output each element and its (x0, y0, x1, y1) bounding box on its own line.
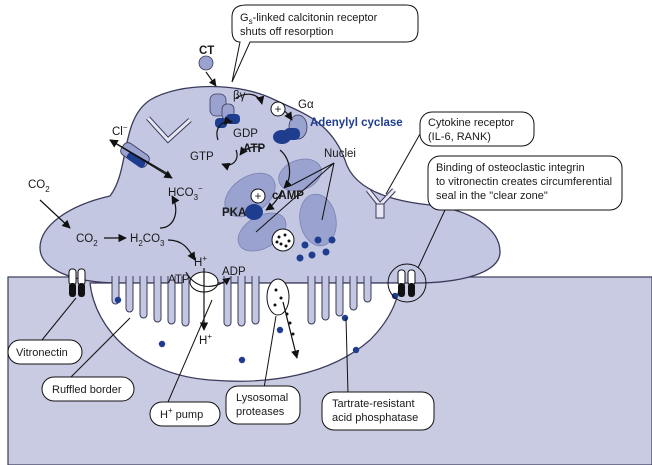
svg-text:proteases: proteases (236, 406, 285, 418)
svg-text:Ruffled border: Ruffled border (52, 384, 122, 396)
pka-enzyme (245, 204, 263, 220)
label-atp-top: ATP (243, 143, 265, 155)
lysosomal-release (266, 278, 300, 359)
plus-sign-pka: + (255, 191, 262, 203)
ruffled-border-villi (111, 269, 372, 327)
label-hco3: HCO3− (168, 184, 203, 202)
calcitonin-receptor (198, 55, 240, 128)
callout-gs-receptor: Gs-linked calcitonin receptor shuts off … (231, 4, 419, 83)
callout-vitronectin: Vitronectin (7, 297, 83, 365)
label-camp: cAMP (272, 190, 304, 202)
callout-tartrate: Tartrate-resistant acid phosphatase (321, 317, 435, 431)
activation-plus-ac (270, 101, 286, 117)
svg-text:shuts off resorption: shuts off resorption (240, 26, 333, 38)
callout-lysosomal: Lysosomal proteases (225, 315, 301, 425)
svg-text:(IL-6, RANK): (IL-6, RANK) (428, 131, 491, 143)
phosphatase-dots (114, 292, 399, 364)
label-gdp: GDP (233, 128, 258, 140)
svg-text:H+ pump: H+ pump (160, 406, 203, 421)
label-adenylyl-cyclase: Adenylyl cyclase (310, 117, 403, 129)
acid-phosphatase-granules (296, 236, 336, 262)
svg-text:to vitronectin creates circumf: to vitronectin creates circumferential (436, 176, 612, 188)
svg-text:Binding of osteoclastic integr: Binding of osteoclastic integrin (436, 162, 585, 174)
label-atp-pump: ATP (168, 274, 190, 286)
integrin-seal-right (387, 263, 427, 303)
plus-sign-ac: + (275, 104, 282, 116)
label-beta-gamma: βγ (233, 90, 246, 102)
label-nuclei: Nuclei (324, 148, 356, 160)
callout-h-pump: H+ pump (149, 299, 221, 427)
activation-plus-pka (250, 188, 266, 204)
svg-text:Gs-linked calcitonin receptor: Gs-linked calcitonin receptor (240, 12, 378, 26)
nuclei-pointers (255, 162, 335, 233)
callout-cytokine: Cytokine receptor (IL-6, RANK) (385, 111, 535, 195)
svg-text:Vitronectin: Vitronectin (16, 347, 68, 359)
svg-text:Lysosomal: Lysosomal (236, 392, 288, 404)
label-h-plus-top: H+ (194, 254, 207, 269)
cytokine-receptor (366, 188, 396, 219)
label-co2-outside: CO2 (28, 179, 50, 194)
label-ct: CT (199, 45, 214, 57)
label-g-alpha: Gα (298, 99, 314, 111)
label-gtp: GTP (190, 151, 214, 163)
lysosome-vesicle (271, 228, 295, 252)
callout-integrin: Binding of osteoclastic integrin to vitr… (417, 155, 623, 269)
integrin-seal-left (68, 268, 86, 297)
label-adp-pump: ADP (222, 266, 246, 278)
svg-text:Cytokine receptor: Cytokine receptor (428, 117, 515, 129)
svg-text:acid phosphatase: acid phosphatase (332, 412, 418, 424)
label-co2-inside: CO2 (76, 233, 98, 248)
reaction-arrows (39, 93, 293, 261)
label-chloride: Cl− (112, 123, 128, 138)
proton-pump (185, 268, 231, 331)
callout-ruffled-border: Ruffled border (41, 317, 135, 402)
label-h2co3: H2CO3 (130, 233, 165, 248)
svg-text:Tartrate-resistant: Tartrate-resistant (332, 398, 415, 410)
svg-text:seal in the "clear zone": seal in the "clear zone" (436, 190, 548, 202)
label-pka: PKA (222, 207, 246, 219)
label-h-plus-bottom: H+ (199, 332, 212, 347)
adenylyl-cyclase-enzyme (273, 130, 291, 144)
